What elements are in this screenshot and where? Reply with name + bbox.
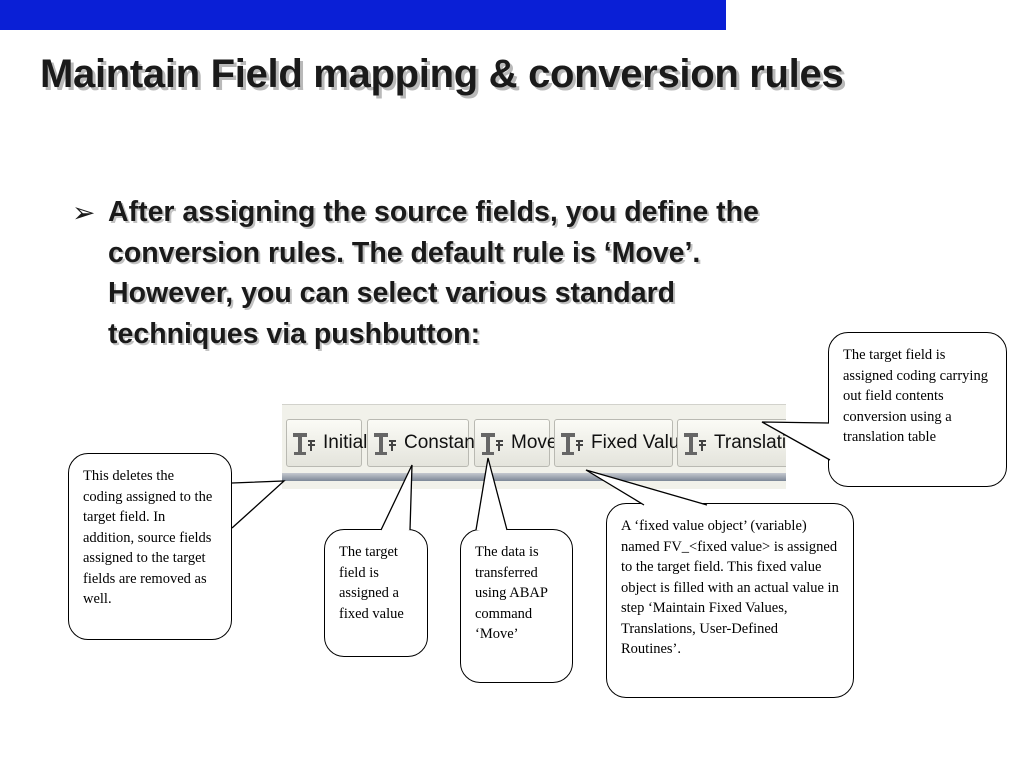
rule-icon [559,429,585,457]
callout-translation: The target field is assigned coding carr… [828,332,1007,487]
slide-title: Maintain Field mapping & conversion rule… [40,52,844,96]
bullet-line: After assigning the source fields, you d… [108,196,759,228]
callout-initial: This deletes the coding assigned to the … [68,453,232,640]
constant-button[interactable]: Constant [367,419,480,467]
initial-button[interactable]: Initial [286,419,367,467]
bullet-text: After assigning the source fields, you d… [108,192,908,352]
initial-button-label: Initial [323,432,368,453]
translation-button-label: Translation [714,432,786,453]
fixed-value-button[interactable]: Fixed Value [554,419,690,467]
conversion-rules-toolbar: Initial Constant Move Fixed Value Transl… [282,404,786,489]
translation-button[interactable]: Translation [677,419,786,467]
rule-icon [372,429,398,457]
top-accent-bar [0,0,726,30]
bullet-line: However, you can select various standard [108,277,676,309]
callout-constant: The target field is assigned a fixed val… [324,529,428,657]
callout-fixed-value: A ‘fixed value object’ (variable) named … [606,503,854,698]
bullet-line: conversion rules. The default rule is ‘M… [108,236,701,269]
constant-button-label: Constant [404,432,481,453]
bullet-line: techniques via pushbutton: [108,317,481,350]
rule-icon [479,429,505,457]
move-button-label: Move [511,432,558,453]
callout-move: The data is transferred using ABAP comma… [460,529,573,683]
toolbar-bottom-band [282,473,786,481]
rule-icon [682,429,708,457]
move-button[interactable]: Move [474,419,557,467]
fixed-value-button-label: Fixed Value [591,432,690,453]
bullet-arrow-icon: ➢ [72,196,96,229]
rule-icon [291,429,317,457]
